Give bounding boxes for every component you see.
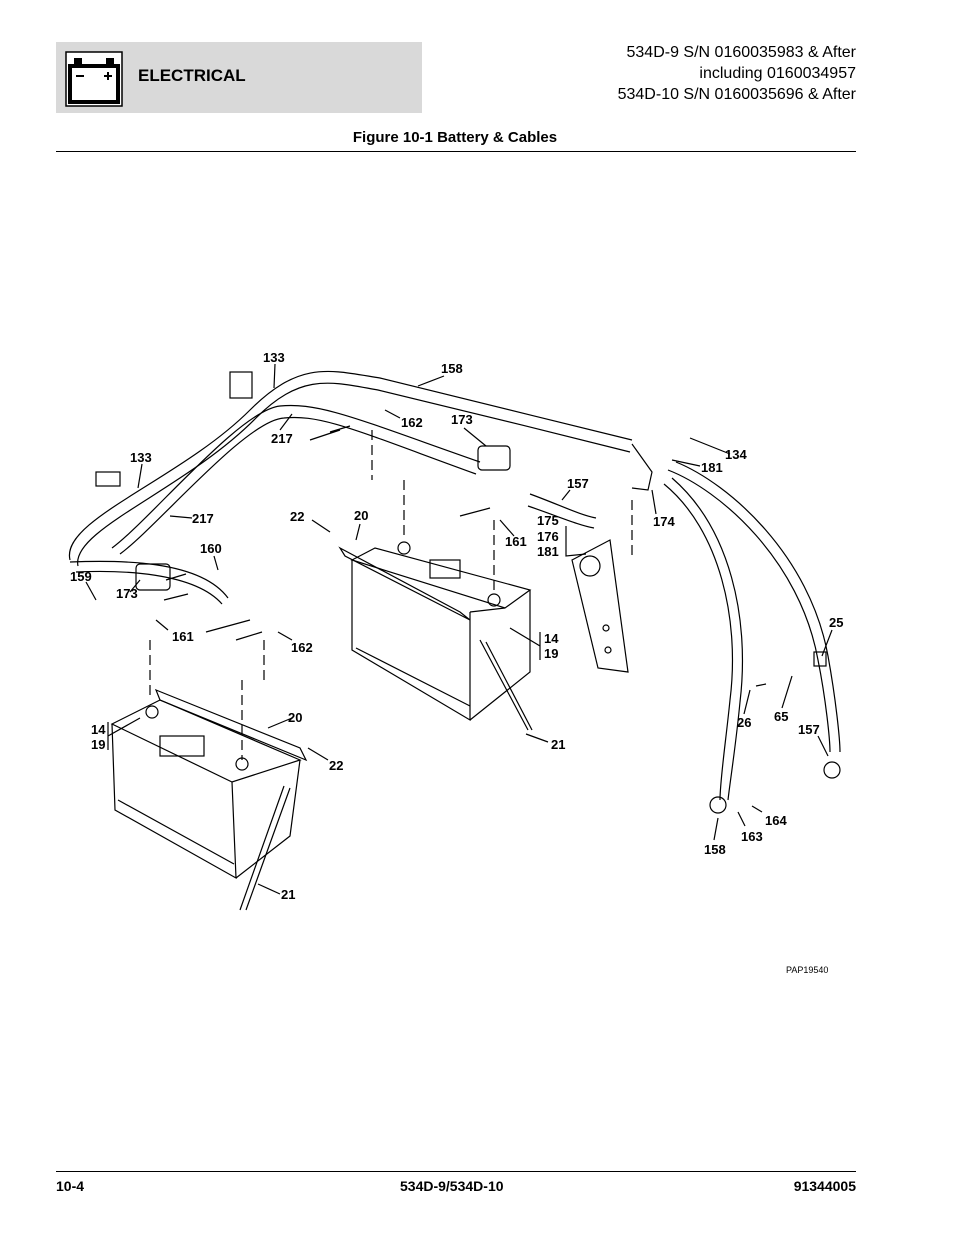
callout-label: 162 (291, 640, 313, 655)
callout-label: 158 (704, 842, 726, 857)
document-number: 91344005 (793, 1178, 856, 1194)
callout-label: 133 (263, 350, 285, 365)
callout-label: 25 (829, 615, 843, 630)
serial-line: including 0160034957 (699, 65, 856, 82)
footer-divider (56, 1171, 856, 1172)
header-divider (56, 151, 856, 152)
callout-label: 163 (741, 829, 763, 844)
callout-label: 164 (765, 813, 787, 828)
battery-icon (65, 51, 123, 107)
callout-label: 176 (537, 529, 559, 544)
callout-label: 158 (441, 361, 463, 376)
callout-label: 181 (537, 544, 559, 559)
callout-label: 65 (774, 709, 788, 724)
callout-label: 173 (116, 586, 138, 601)
callout-label: 173 (451, 412, 473, 427)
callout-label: 26 (737, 715, 751, 730)
callout-label: 161 (172, 629, 194, 644)
section-title: ELECTRICAL (138, 66, 246, 85)
model-number: 534D-9/534D-10 (400, 1178, 504, 1194)
callout-label: 19 (544, 646, 558, 661)
figure-title: Figure 10-1 Battery & Cables (352, 129, 558, 146)
callout-label: 22 (329, 758, 343, 773)
callout-label: 175 (537, 513, 559, 528)
callout-label: 14 (91, 722, 106, 737)
callout-label: 157 (798, 722, 820, 737)
callout-label: 159 (70, 569, 92, 584)
callout-label: 181 (701, 460, 723, 475)
callout-label: 157 (567, 476, 589, 491)
callout-label: 134 (725, 447, 747, 462)
callout-label: 19 (91, 737, 105, 752)
section-header: ELECTRICAL (56, 42, 422, 113)
callout-label: 217 (271, 431, 293, 446)
callout-label: 174 (653, 514, 675, 529)
serial-range: 534D-9 S/N 0160035983 & After including … (618, 42, 856, 105)
callout-label: 20 (354, 508, 368, 523)
page-number: 10-4 (56, 1178, 85, 1194)
callout-label: 14 (544, 631, 559, 646)
callout-label: 133 (130, 450, 152, 465)
serial-line: 534D-10 S/N 0160035696 & After (617, 86, 856, 103)
callout-label: 162 (401, 415, 423, 430)
figure-code: PAP19540 (786, 965, 828, 975)
callout-label: 160 (200, 541, 222, 556)
callout-label: 21 (281, 887, 295, 902)
callout-label: 21 (551, 737, 565, 752)
callout-label: 161 (505, 534, 527, 549)
serial-line: 534D-9 S/N 0160035983 & After (626, 44, 857, 61)
callout-label: 20 (288, 710, 302, 725)
callout-label: 217 (192, 511, 214, 526)
callout-label: 22 (290, 509, 304, 524)
